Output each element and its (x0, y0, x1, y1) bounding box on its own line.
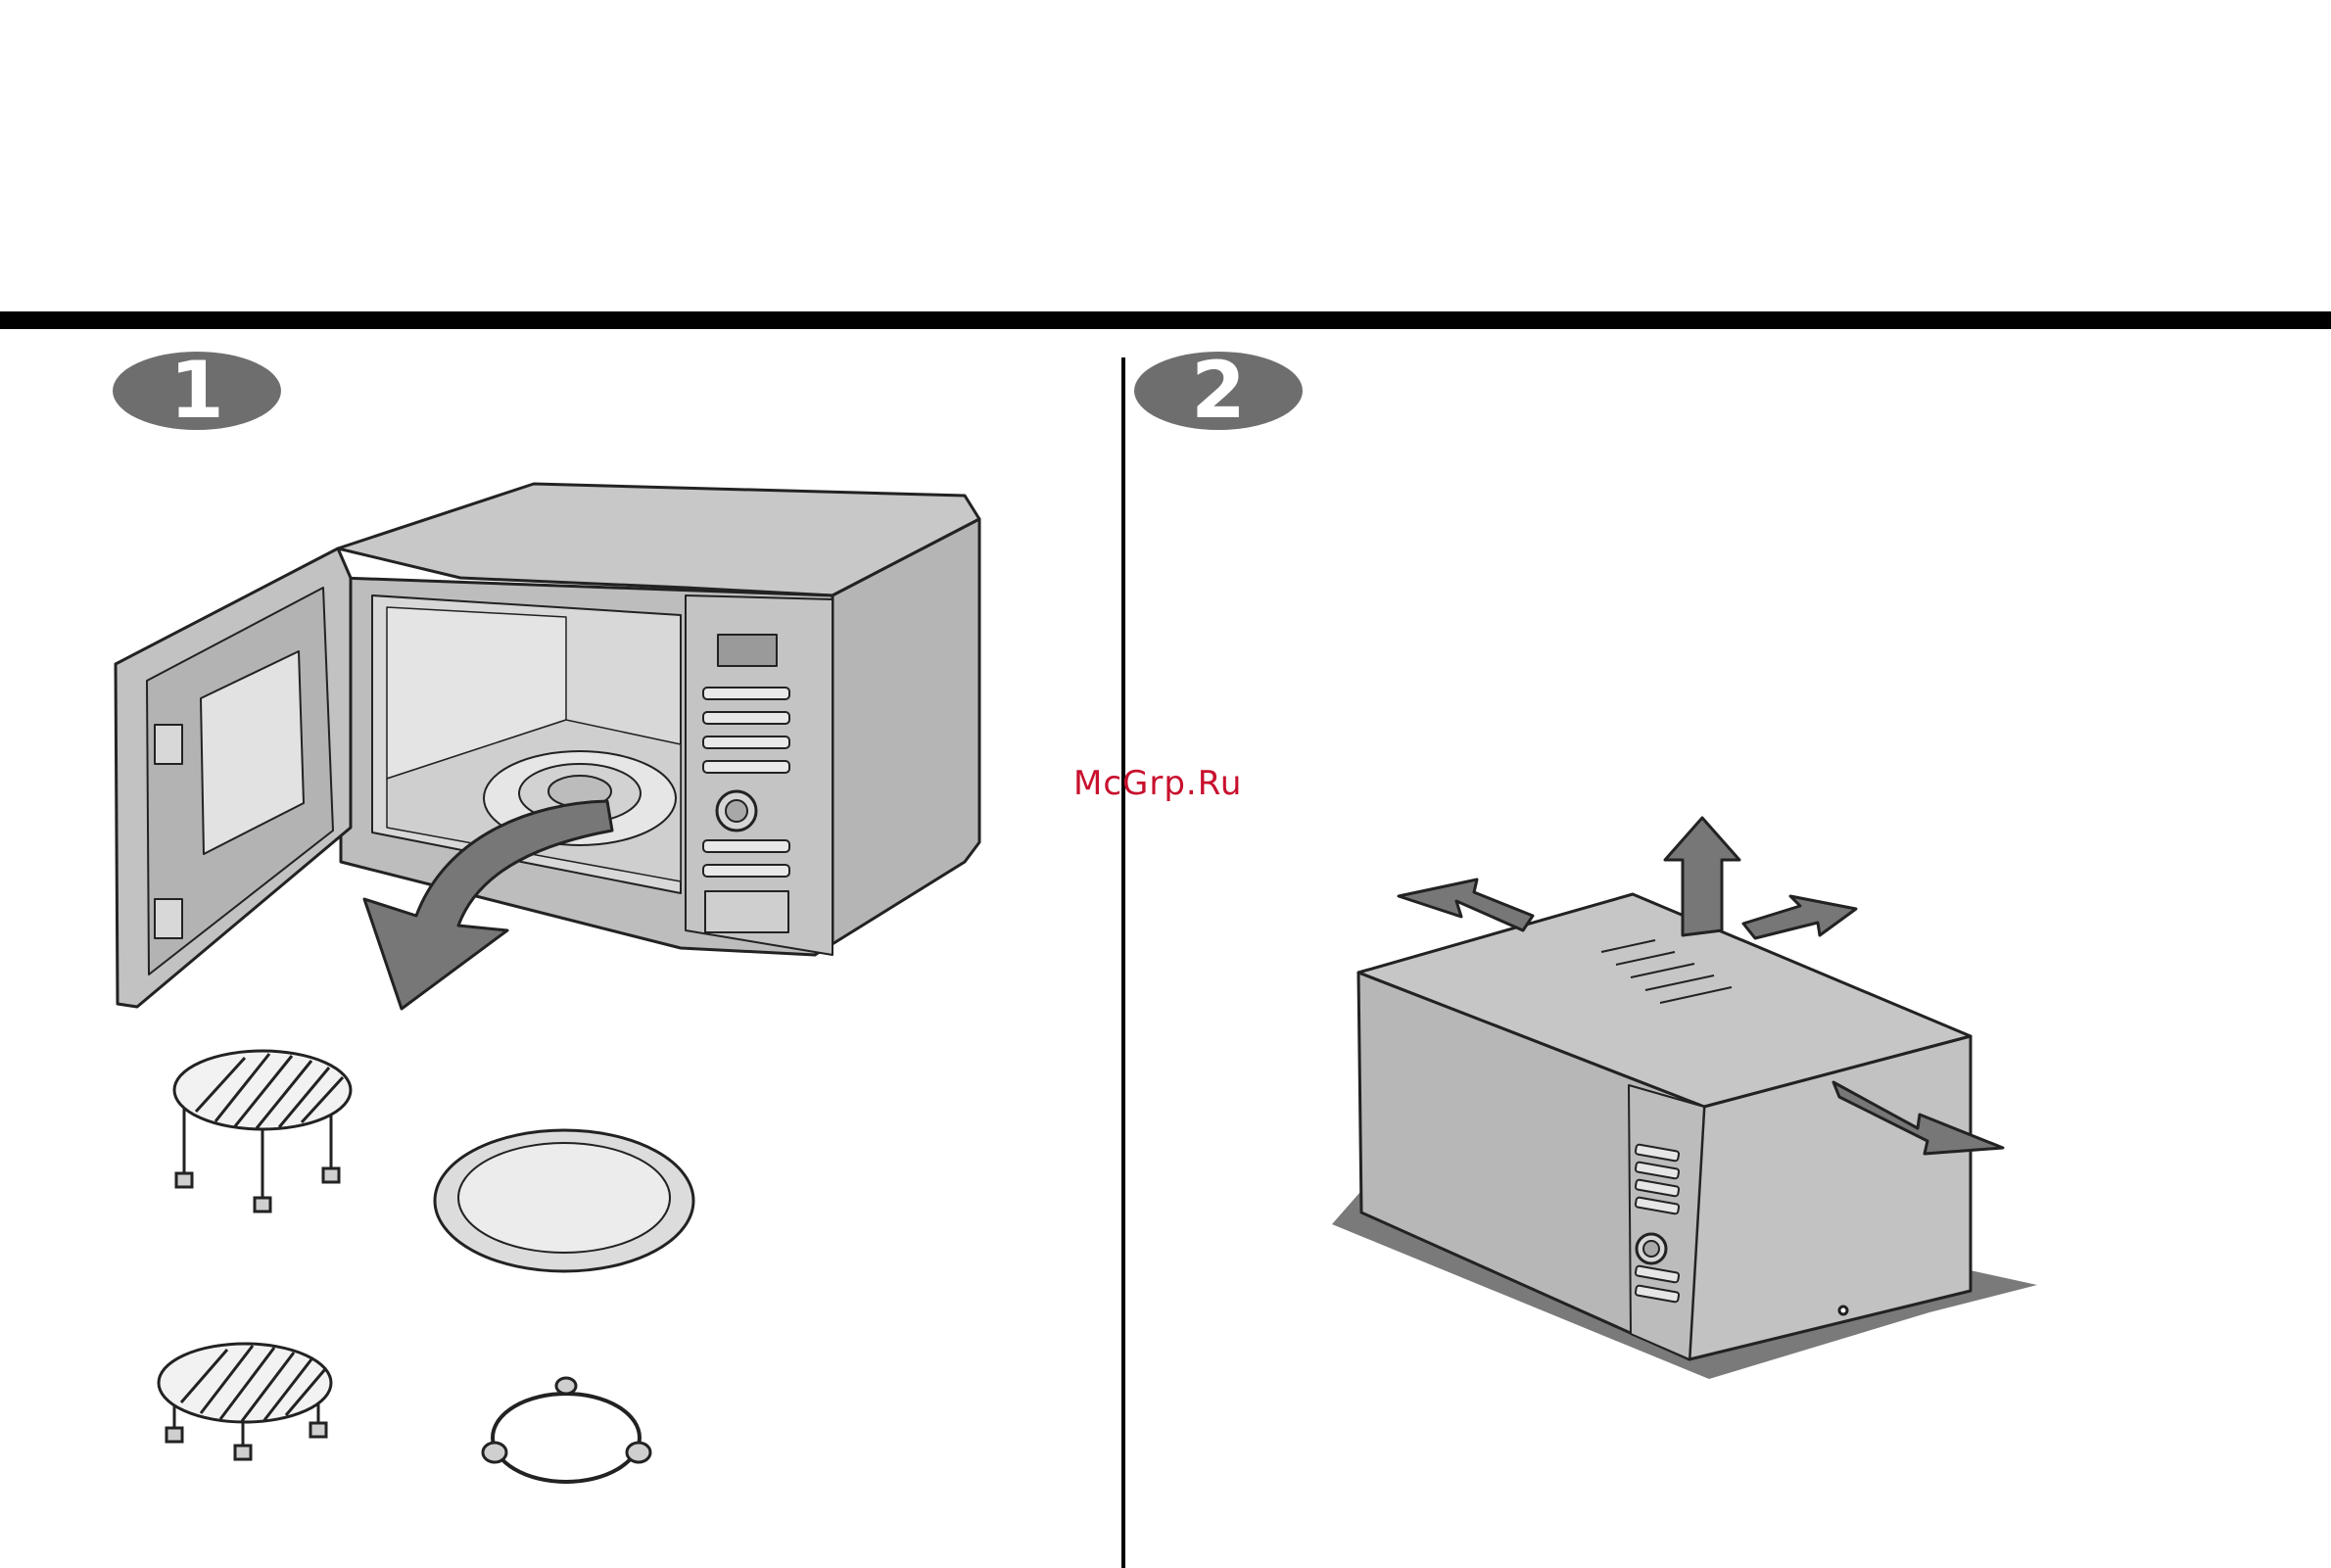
grill-rack-low-icon (159, 1344, 331, 1459)
microwave-open-door-icon (116, 484, 979, 1007)
glass-turntable-icon (435, 1130, 693, 1271)
roller-ring-icon (483, 1378, 650, 1482)
grill-rack-high-icon (174, 1051, 351, 1212)
watermark-text: McGrp.Ru (1073, 764, 1242, 803)
